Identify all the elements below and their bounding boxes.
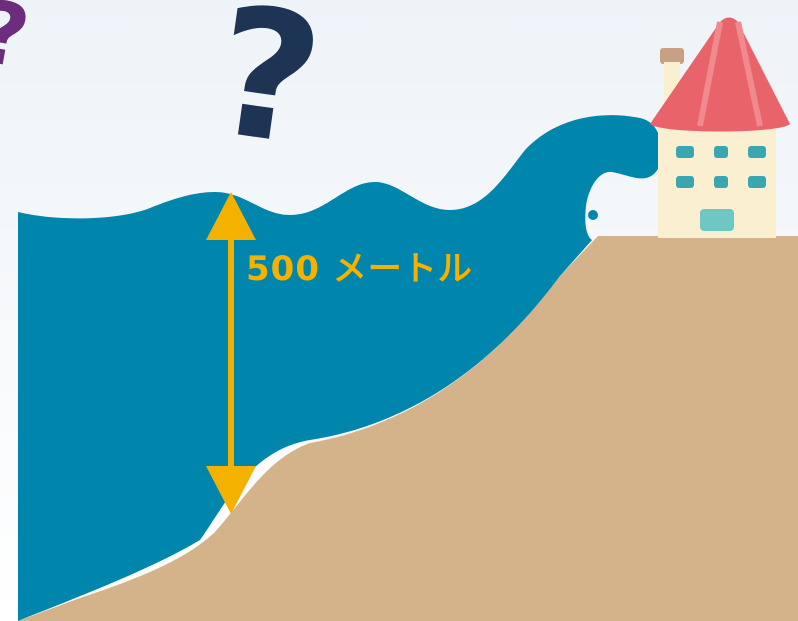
arrow-head-down — [206, 466, 256, 514]
house-window — [714, 146, 728, 158]
arrow-head-up — [206, 192, 256, 240]
water-droplet — [588, 210, 598, 220]
depth-label: 500 メートル — [246, 249, 473, 289]
house-window — [676, 176, 694, 188]
house-icon — [650, 17, 790, 238]
house-window — [676, 146, 694, 158]
house-window — [714, 176, 728, 188]
house-door — [700, 209, 734, 231]
house-window — [748, 146, 766, 158]
chimney-top — [660, 48, 684, 64]
house-window — [748, 176, 766, 188]
arrow-shaft — [228, 232, 234, 472]
land-slope — [18, 236, 798, 621]
double-arrow-icon — [206, 192, 256, 514]
sea-wave — [18, 115, 662, 621]
